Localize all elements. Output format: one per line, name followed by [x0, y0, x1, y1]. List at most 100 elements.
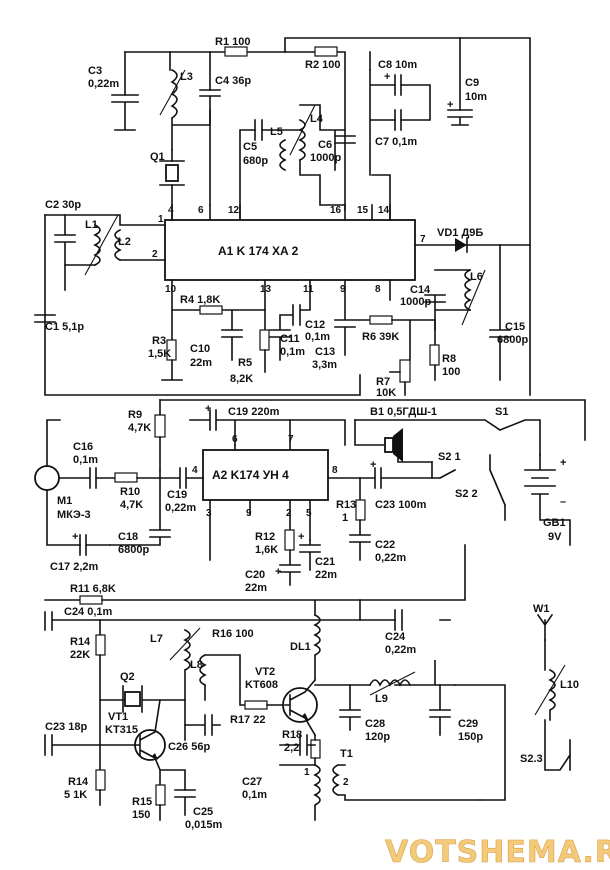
c19-value: 0,22m	[165, 502, 196, 514]
c6-value: 1000p	[310, 152, 341, 164]
c26-label: C26 56p	[168, 741, 210, 753]
m1-label: M1	[57, 495, 72, 507]
c23-100-label: C23 100m	[375, 499, 427, 511]
t1-label: T1	[340, 748, 353, 760]
r16-label: R16 100	[212, 628, 254, 640]
c16-value: 0,1m	[73, 454, 98, 466]
s22-label: S2 2	[455, 488, 478, 500]
c2-label: C2 30p	[45, 199, 81, 211]
c11-label: C11	[280, 333, 300, 345]
w1-label: W1	[533, 603, 550, 615]
r15-label: R15	[132, 796, 152, 808]
a2-pin4: 4	[192, 465, 198, 476]
c8-label: C8 10m	[378, 59, 417, 71]
tx-labels: R11 6,8K C24 0,1m R14 22K L7 L8 R16 100 …	[45, 583, 579, 831]
r13-label: R13	[336, 499, 356, 511]
c18-label: C18	[118, 531, 138, 543]
svg-text:+: +	[275, 566, 281, 578]
vt1-value: KT315	[105, 724, 138, 736]
tx-section	[44, 544, 572, 821]
svg-text:+: +	[560, 457, 566, 469]
l3-label: L3	[180, 71, 193, 83]
a2-pin2: 2	[286, 508, 292, 519]
q1-crystal	[165, 164, 179, 182]
a1-pin14: 14	[378, 205, 390, 216]
dl1-label: DL1	[290, 641, 311, 653]
r9-resistor	[154, 414, 166, 438]
a1-pin16: 16	[330, 205, 342, 216]
r8-resistor	[429, 344, 440, 366]
r12-value: 1,6K	[255, 544, 278, 556]
svg-text:+: +	[384, 71, 390, 83]
c4-label: C4 36p	[215, 75, 251, 87]
a1-pin1: 1	[158, 214, 164, 225]
r8-label: R8	[442, 353, 456, 365]
c21-value: 22m	[315, 569, 337, 581]
speaker-b1-icon	[384, 437, 394, 453]
a1-pin12: 12	[228, 205, 240, 216]
r1-label: R1 100	[215, 36, 250, 48]
l6-label: L6	[470, 271, 483, 283]
b1-label: B1 0,5ГДШ-1	[370, 406, 437, 418]
a2-pin6: 6	[232, 434, 238, 445]
c9-label: C9	[465, 77, 479, 89]
r7-resistor	[399, 359, 411, 383]
a1-pin10: 10	[165, 284, 177, 295]
c19-label: C19	[167, 489, 187, 501]
ic-a1	[164, 219, 416, 281]
r17-resistor	[244, 700, 268, 710]
svg-text:+: +	[447, 99, 453, 111]
c11-value: 0,1m	[280, 346, 305, 358]
a1-pin8: 8	[375, 284, 381, 295]
c22-label: C22	[375, 539, 395, 551]
microphone-m1-icon	[34, 465, 60, 491]
r14-22k-value: 22K	[70, 649, 90, 661]
c24-022-value: 0,22m	[385, 644, 416, 656]
svg-text:+: +	[370, 459, 376, 471]
r14-22k-label: R14	[70, 636, 91, 648]
s23-label: S2.3	[520, 753, 543, 765]
r3-value: 1,5K	[148, 348, 171, 360]
r12-resistor	[284, 529, 295, 551]
t1-pin2: 2	[343, 777, 349, 788]
c28-value: 120p	[365, 731, 390, 743]
c3-value: 0,22m	[88, 78, 119, 90]
c13-value: 3,3m	[312, 359, 337, 371]
svg-text:+: +	[72, 531, 78, 543]
a2-pin7: 7	[288, 434, 294, 445]
a1-pin11: 11	[303, 284, 314, 295]
r18-resistor	[310, 739, 321, 759]
t1-pin1: 1	[304, 767, 310, 778]
q1-label: Q1	[150, 151, 165, 163]
c21-label: C21	[315, 556, 335, 568]
r5-resistor	[259, 329, 270, 351]
c14-label: C14	[410, 284, 431, 296]
r18-label: R18	[282, 729, 302, 741]
r12-label: R12	[255, 531, 275, 543]
c28-label: C28	[365, 718, 385, 730]
r2-label: R2 100	[305, 59, 340, 71]
a1-pin7: 7	[420, 234, 426, 245]
r8-value: 100	[442, 366, 460, 378]
a1-pin4: 4	[168, 205, 174, 216]
vt2-transistor-icon	[282, 687, 318, 723]
m1-value: МКЭ-3	[57, 509, 91, 521]
c20-value: 22m	[245, 582, 267, 594]
a2-pin9: 9	[246, 508, 252, 519]
a2-pin3: 3	[206, 508, 212, 519]
r5-value: 8,2K	[230, 373, 253, 385]
r14-51k-resistor	[95, 769, 106, 791]
c15-label: C15	[505, 321, 525, 333]
r15-resistor	[155, 784, 166, 806]
l5-label: L5	[270, 126, 283, 138]
q2-label: Q2	[120, 671, 135, 683]
r11-label: R11 6,8K	[70, 583, 116, 595]
c9-value: 10m	[465, 91, 487, 103]
r6-resistor	[369, 315, 393, 325]
r13-value: 1	[342, 512, 348, 524]
vd1-label: VD1 Д9Б	[437, 227, 483, 239]
r14-51k-label: R14	[68, 776, 89, 788]
vt2-label: VT2	[255, 666, 275, 678]
r10-label: R10	[120, 486, 140, 498]
